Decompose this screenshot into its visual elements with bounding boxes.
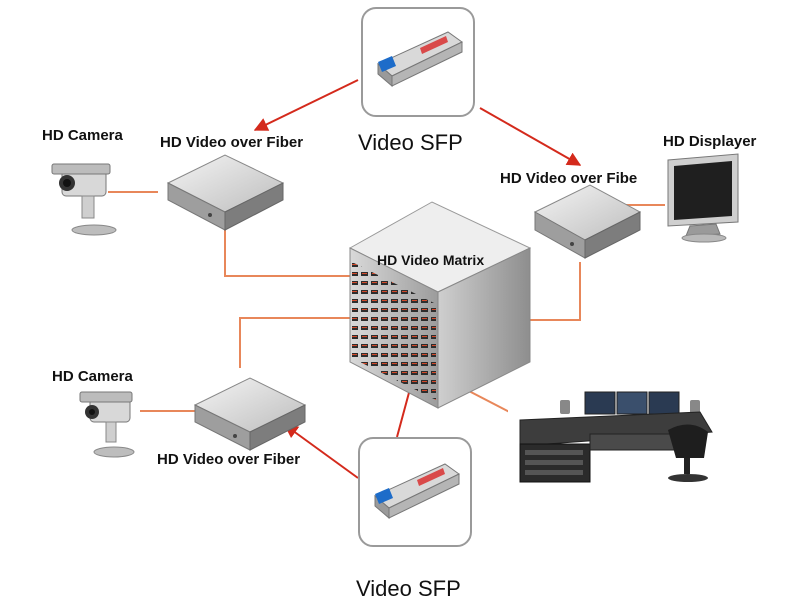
camera-top-icon: [51, 163, 117, 236]
arrow-sfp-to-fiber-right: [479, 107, 582, 166]
fiber-box-bottom-left: [193, 377, 307, 451]
video-matrix-cube: [348, 201, 532, 409]
cable-matrix-to-fiber-bottom: [239, 317, 352, 368]
arrow-sfp-to-fiber-top: [253, 79, 359, 131]
camera-bottom-icon: [79, 391, 135, 458]
matrix-port-panel: [352, 262, 436, 400]
fiber-box-right: [533, 184, 642, 259]
cable-fiber-top-to-matrix: [224, 230, 352, 277]
label-hd-camera-top: HD Camera: [42, 127, 123, 144]
label-fiber-top-left: HD Video over Fiber: [160, 134, 304, 151]
label-video-sfp-bottom: Video SFP: [356, 576, 461, 601]
arrow-sfp-to-fiber-bottom: [283, 424, 359, 479]
label-hd-camera-bottom: HD Camera: [52, 368, 133, 385]
sfp-module-bottom-icon: [358, 437, 472, 547]
label-fiber-right: HD Video over Fibe: [500, 170, 638, 187]
fiber-box-top-left: [166, 154, 285, 231]
displayer-monitor-icon: [667, 153, 739, 243]
label-fiber-bottom-left: HD Video over Fiber: [157, 451, 301, 468]
sfp-module-top-icon: [361, 7, 475, 117]
control-console-icon: [508, 388, 720, 484]
label-video-sfp-top: Video SFP: [358, 130, 463, 155]
label-hd-displayer: HD Displayer: [663, 133, 757, 150]
label-video-matrix: HD Video Matrix: [377, 252, 485, 268]
